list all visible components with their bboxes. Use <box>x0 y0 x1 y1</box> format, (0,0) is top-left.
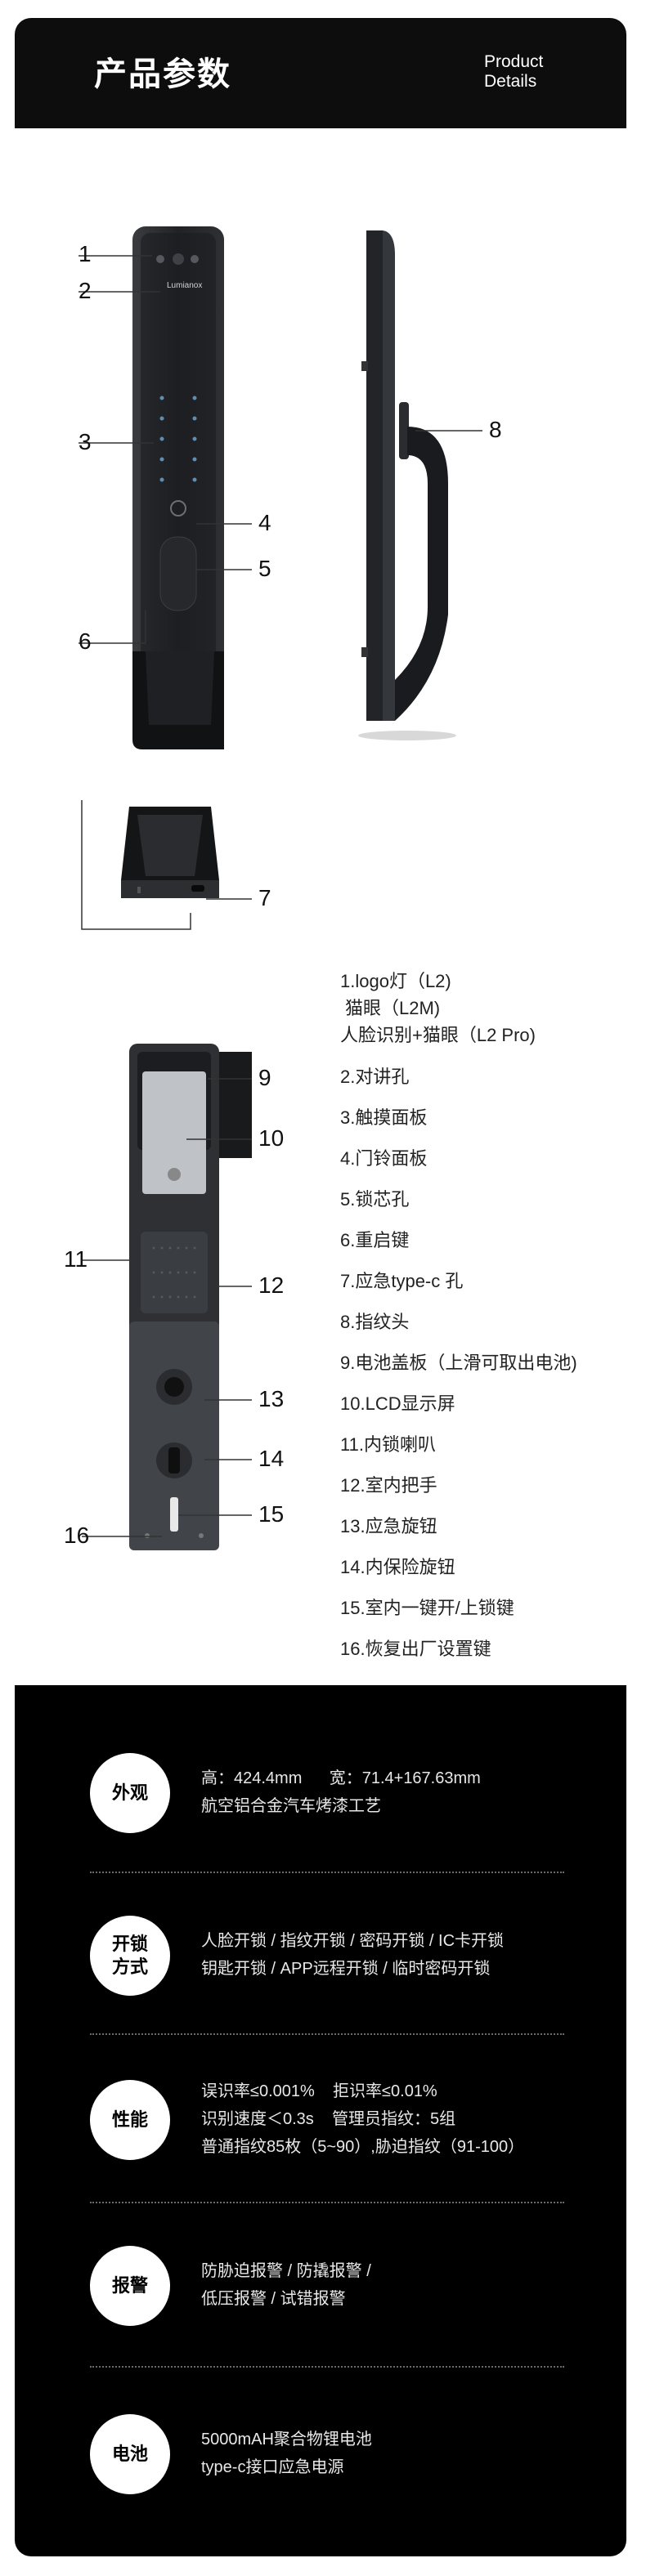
callout-2: 2 <box>79 278 92 303</box>
appearance-line2: 航空铝合金汽车烤漆工艺 <box>201 1797 381 1815</box>
feature-badge-performance: 性能 <box>90 2080 170 2160</box>
divider-3 <box>90 2202 564 2203</box>
unlock-line1: 人脸开锁 / 指纹开锁 / 密码开锁 / IC卡开锁 <box>201 1932 505 1950</box>
callout-14: 14 <box>258 1446 285 1471</box>
battery-line2: type-c接口应急电源 <box>201 2458 344 2476</box>
feature-label-alarm: 报警 <box>111 2275 148 2296</box>
header-en-line1: Product <box>484 52 544 71</box>
feature-label-battery: 电池 <box>111 2444 148 2464</box>
spec-item-7: 7.应急type-c 孔 <box>340 1271 464 1291</box>
callout-11: 11 <box>64 1246 88 1272</box>
side-lock-illustration <box>358 230 456 740</box>
spec-item-15: 15.室内一键开/上锁键 <box>340 1598 514 1618</box>
alarm-line1: 防胁迫报警 / 防撬报警 / <box>201 2262 371 2280</box>
spec-item-13: 13.应急旋钮 <box>340 1516 437 1536</box>
spec-item-16: 16.恢复出厂设置键 <box>340 1639 491 1659</box>
spec-item-1: 1.logo灯（L2) 猫眼（L2M) 人脸识别+猫眼（L2 Pro) <box>340 968 536 1049</box>
brand-logo-text: Lumianox <box>167 281 202 290</box>
callout-12: 12 <box>258 1272 285 1298</box>
callout-3: 3 <box>79 429 92 454</box>
diagram-section: Lumianox <box>15 128 626 1685</box>
callout-4: 4 <box>258 510 271 535</box>
spec-item-5: 5.锁芯孔 <box>340 1189 410 1210</box>
spec-item-4: 4.门铃面板 <box>340 1148 428 1169</box>
header-bar: 产品参数 Product Details <box>15 18 626 128</box>
spec-item-1-line2: 猫眼（L2M) <box>345 998 441 1018</box>
feature-label-unlock-l1: 开锁 <box>111 1934 148 1954</box>
callout-15: 15 <box>258 1501 285 1527</box>
header-english-title: Product Details <box>484 52 543 92</box>
spec-item-10: 10.LCD显示屏 <box>340 1393 455 1414</box>
feature-label-performance: 性能 <box>111 2109 148 2130</box>
callout-13: 13 <box>258 1386 285 1411</box>
inner-panel-illustration <box>129 1044 252 1550</box>
product-details-card: 产品参数 Product Details Lumianox <box>15 18 626 2556</box>
performance-line3: 普通指纹85枚（5~90）,胁迫指纹（91-100） <box>201 2138 525 2156</box>
callout-9: 9 <box>258 1065 271 1090</box>
feature-badge-unlock: 开锁 方式 <box>90 1916 170 1996</box>
feature-label-unlock-l2: 方式 <box>111 1957 148 1977</box>
callout-lines <box>79 255 482 1537</box>
spec-item-9: 9.电池盖板（上滑可取出电池) <box>340 1353 577 1373</box>
divider-4 <box>90 2366 564 2368</box>
divider-1 <box>90 1872 564 1873</box>
spec-item-2: 2.对讲孔 <box>340 1067 410 1087</box>
handle-bottom-detail <box>121 807 219 898</box>
unlock-line2: 钥匙开锁 / APP远程开锁 / 临时密码开锁 <box>201 1960 491 1978</box>
callout-5: 5 <box>258 556 271 581</box>
appearance-line1: 高：424.4mm 宽：71.4+167.63mm <box>201 1769 481 1787</box>
performance-line1: 误识率≤0.001% 拒识率≤0.01% <box>201 2082 437 2100</box>
feature-label-appearance: 外观 <box>111 1782 148 1803</box>
feature-badge-appearance: 外观 <box>90 1753 170 1833</box>
spec-item-11: 11.内锁喇叭 <box>340 1434 436 1455</box>
callout-1: 1 <box>79 241 92 266</box>
callout-16: 16 <box>64 1523 90 1548</box>
feature-text-alarm: 防胁迫报警 / 防撬报警 / 低压报警 / 试错报警 <box>201 2257 371 2313</box>
alarm-line2: 低压报警 / 试错报警 <box>201 2290 346 2308</box>
spec-item-1-line1: 1.logo灯（L2) <box>340 971 451 991</box>
feature-text-unlock: 人脸开锁 / 指纹开锁 / 密码开锁 / IC卡开锁 钥匙开锁 / APP远程开… <box>201 1927 504 1983</box>
spec-item-1-line3: 人脸识别+猫眼（L2 Pro) <box>340 1025 536 1045</box>
feature-text-appearance: 高：424.4mm 宽：71.4+167.63mm 航空铝合金汽车烤漆工艺 <box>201 1764 481 1820</box>
spec-item-14: 14.内保险旋钮 <box>340 1557 455 1577</box>
callout-10: 10 <box>258 1125 285 1151</box>
spec-item-3: 3.触摸面板 <box>340 1107 428 1128</box>
performance-line2: 识别速度＜0.3s 管理员指纹：5组 <box>201 2110 456 2128</box>
spec-item-8: 8.指纹头 <box>340 1312 410 1332</box>
feature-text-performance: 误识率≤0.001% 拒识率≤0.01% 识别速度＜0.3s 管理员指纹：5组 … <box>201 2077 524 2161</box>
callout-6: 6 <box>79 628 92 654</box>
battery-line1: 5000mAH聚合物锂电池 <box>201 2431 372 2449</box>
front-lock-illustration: Lumianox <box>132 226 224 749</box>
features-section: 外观 高：424.4mm 宽：71.4+167.63mm 航空铝合金汽车烤漆工艺… <box>15 1685 626 2556</box>
spec-item-6: 6.重启键 <box>340 1230 410 1250</box>
callout-8: 8 <box>489 417 502 442</box>
page-title: 产品参数 <box>94 56 231 92</box>
feature-badge-battery: 电池 <box>90 2414 170 2494</box>
feature-badge-alarm: 报警 <box>90 2246 170 2326</box>
header-en-line2: Details <box>484 72 537 91</box>
feature-text-battery: 5000mAH聚合物锂电池 type-c接口应急电源 <box>201 2426 372 2481</box>
spec-item-12: 12.室内把手 <box>340 1475 437 1496</box>
divider-2 <box>90 2033 564 2035</box>
callout-7: 7 <box>258 885 271 910</box>
